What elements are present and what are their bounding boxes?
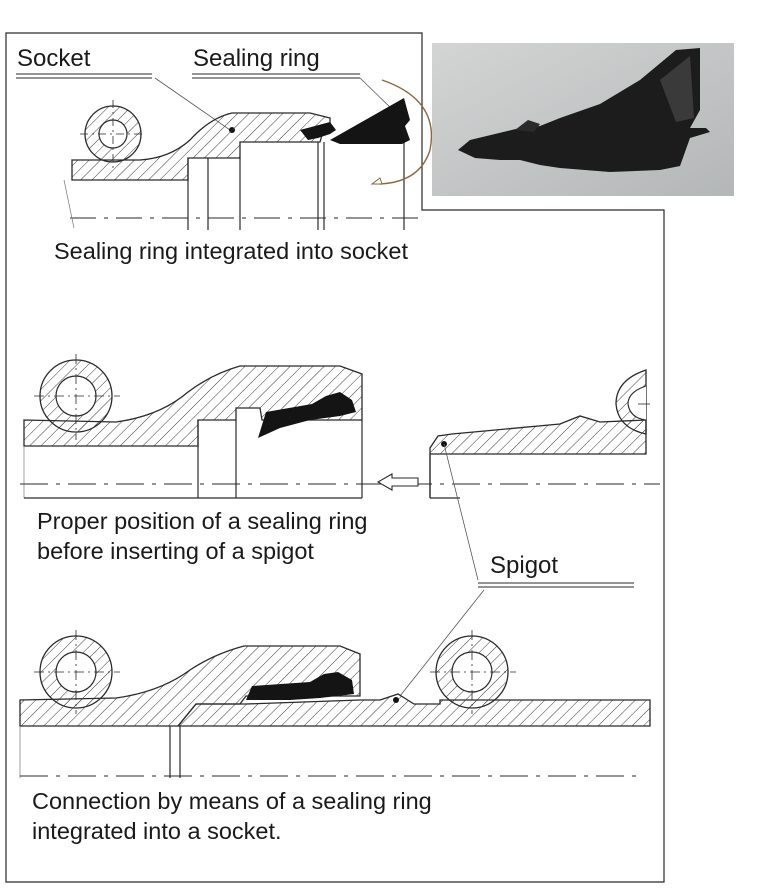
sealing-ring-photo xyxy=(432,43,734,196)
section-socket-with-ring xyxy=(16,73,433,230)
rotation-arrow xyxy=(379,79,433,185)
caption-proper-position-line1: Proper position of a sealing ring xyxy=(37,508,368,534)
sealing-ring-in-socket xyxy=(300,122,336,140)
spigot-end xyxy=(429,415,647,498)
socket-label: Socket xyxy=(17,45,91,72)
insert-arrow xyxy=(376,473,419,491)
caption-integrated: Sealing ring integrated into socket xyxy=(54,238,409,264)
socket-wall xyxy=(71,112,331,181)
sealing-ring xyxy=(258,392,356,438)
sealing-ring-label: Sealing ring xyxy=(193,45,320,72)
connection-sealing-ring xyxy=(246,672,354,700)
diagram-frame xyxy=(5,32,665,883)
section-connection xyxy=(19,630,651,778)
spigot-label: Spigot xyxy=(490,552,559,579)
connection-spigot xyxy=(176,693,651,727)
sealing-ring-wedge xyxy=(330,98,410,144)
caption-proper-position-line2: before inserting of a spigot xyxy=(37,538,314,564)
socket-body xyxy=(23,365,363,447)
section-before-insert xyxy=(20,354,660,581)
caption-connection-line2: integrated into a socket. xyxy=(32,818,282,844)
caption-connection-line1: Connection by means of a sealing ring xyxy=(32,788,432,814)
